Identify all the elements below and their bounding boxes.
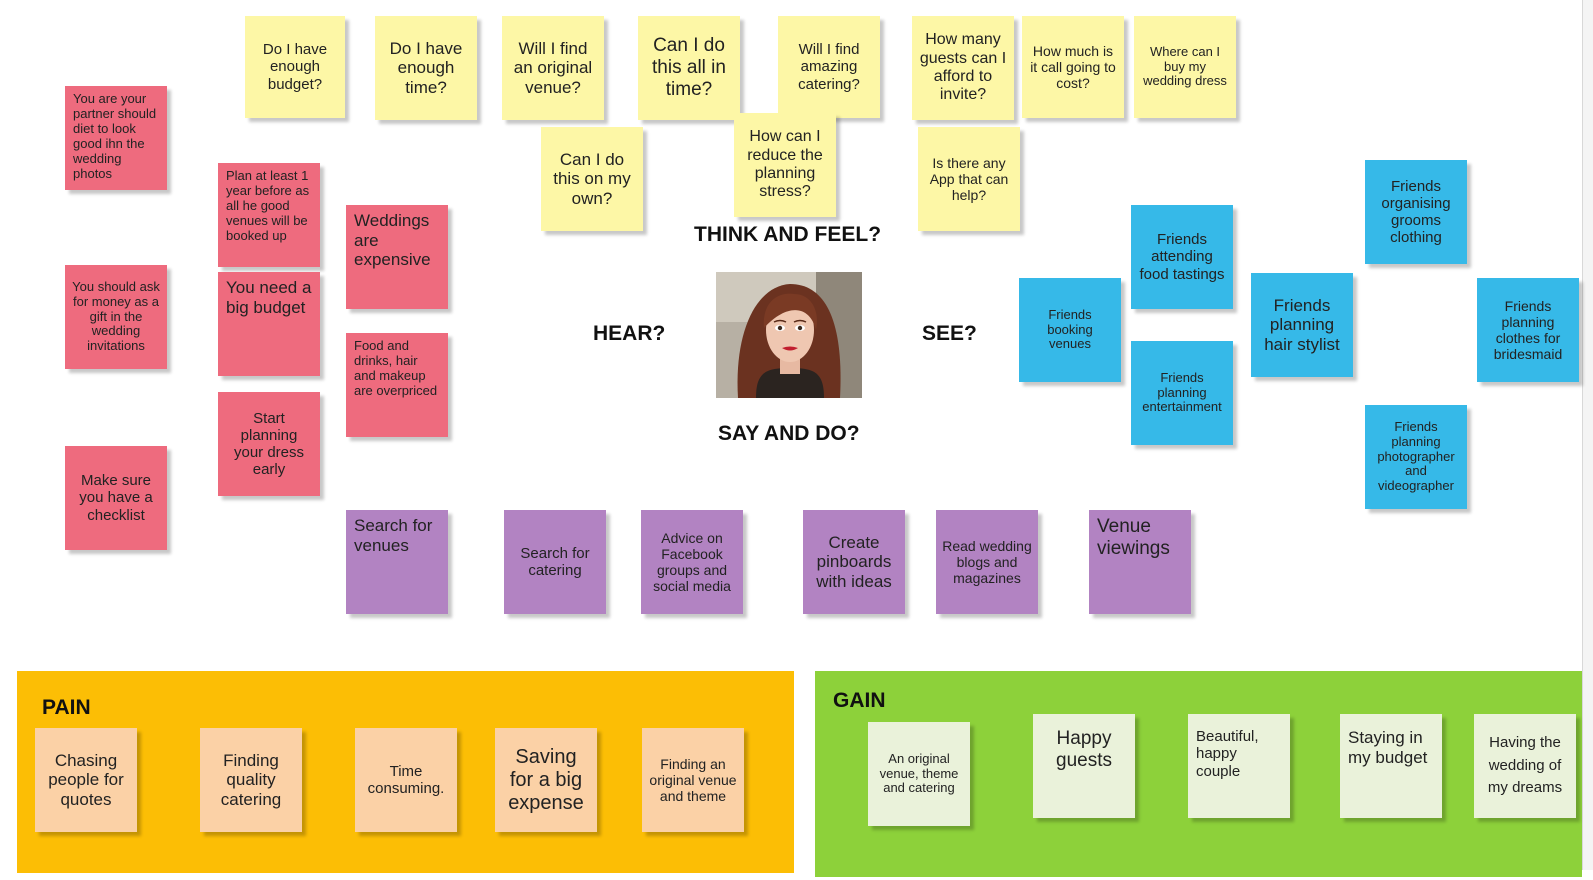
sticky-note-see[interactable]: Friends organising grooms clothing [1365,160,1467,264]
sticky-note-think-feel[interactable]: Do I have enough budget? [245,16,345,118]
label-say-and-do: SAY AND DO? [718,422,860,445]
sticky-note-say-do[interactable]: Venue viewings [1089,510,1191,614]
sticky-note-gain[interactable]: An original venue, theme and catering [868,722,970,826]
sticky-note-say-do[interactable]: Advice on Facebook groups and social med… [641,510,743,614]
sticky-note-hear[interactable]: Plan at least 1 year before as all he go… [218,163,320,267]
sticky-note-gain[interactable]: Staying in my budget [1340,714,1442,818]
sticky-note-say-do[interactable]: Search for venues [346,510,448,614]
sticky-note-think-feel[interactable]: Will I find an original venue? [502,16,604,120]
label-see: SEE? [922,322,977,345]
label-think-and-feel: THINK AND FEEL? [694,223,882,246]
sticky-note-pain[interactable]: Saving for a big expense [495,728,597,832]
sticky-note-see[interactable]: Friends planning clothes for bridesmaid [1477,278,1579,382]
sticky-note-see[interactable]: Friends planning photographer and videog… [1365,405,1467,509]
sticky-note-think-feel[interactable]: Where can I buy my wedding dress [1134,16,1236,118]
sticky-note-gain[interactable]: Having the wedding of my dreams [1474,714,1576,818]
sticky-note-say-do[interactable]: Read wedding blogs and magazines [936,510,1038,614]
sticky-note-gain[interactable]: Happy guests [1033,714,1135,818]
sticky-note-hear[interactable]: Make sure you have a checklist [65,446,167,550]
woman-portrait-icon [716,272,862,398]
sticky-note-think-feel[interactable]: Can I do this on my own? [541,127,643,231]
sticky-note-say-do[interactable]: Create pinboards with ideas [803,510,905,614]
sticky-note-pain[interactable]: Time consuming. [355,728,457,832]
sticky-note-see[interactable]: Friends booking venues [1019,278,1121,382]
sticky-note-think-feel[interactable]: How many guests can I afford to invite? [912,16,1014,120]
pain-title: PAIN [42,696,91,719]
sticky-note-hear[interactable]: Start planning your dress early [218,392,320,496]
sticky-note-hear[interactable]: You are your partner should diet to look… [65,86,167,190]
sticky-note-hear[interactable]: You need a big budget [218,272,320,376]
label-hear: HEAR? [593,322,666,345]
gain-title: GAIN [833,689,886,712]
sticky-note-hear[interactable]: Weddings are expensive [346,205,448,309]
sticky-note-pain[interactable]: Chasing people for quotes [35,728,137,832]
sticky-note-see[interactable]: Friends attending food tastings [1131,205,1233,309]
sticky-note-think-feel[interactable]: Can I do this all in time? [638,16,740,120]
canvas-edge [1582,0,1593,870]
sticky-note-think-feel[interactable]: Do I have enough time? [375,16,477,120]
sticky-note-think-feel[interactable]: How can I reduce the planning stress? [734,113,836,217]
sticky-note-think-feel[interactable]: Will I find amazing catering? [778,16,880,118]
sticky-note-pain[interactable]: Finding quality catering [200,728,302,832]
sticky-note-pain[interactable]: Finding an original venue and theme [642,728,744,832]
sticky-note-think-feel[interactable]: How much is it call going to cost? [1022,16,1124,118]
sticky-note-say-do[interactable]: Search for catering [504,510,606,614]
sticky-note-see[interactable]: Friends planning hair stylist [1251,273,1353,377]
sticky-note-hear[interactable]: You should ask for money as a gift in th… [65,265,167,369]
pain-panel: PAIN Chasing people for quotes Finding q… [17,671,794,873]
sticky-note-see[interactable]: Friends planning entertainment [1131,341,1233,445]
gain-panel: GAIN An original venue, theme and cateri… [815,671,1582,877]
sticky-note-gain[interactable]: Beautiful, happy couple [1188,714,1290,818]
sticky-note-hear[interactable]: Food and drinks, hair and makeup are ove… [346,333,448,437]
sticky-note-think-feel[interactable]: Is there any App that can help? [918,127,1020,231]
